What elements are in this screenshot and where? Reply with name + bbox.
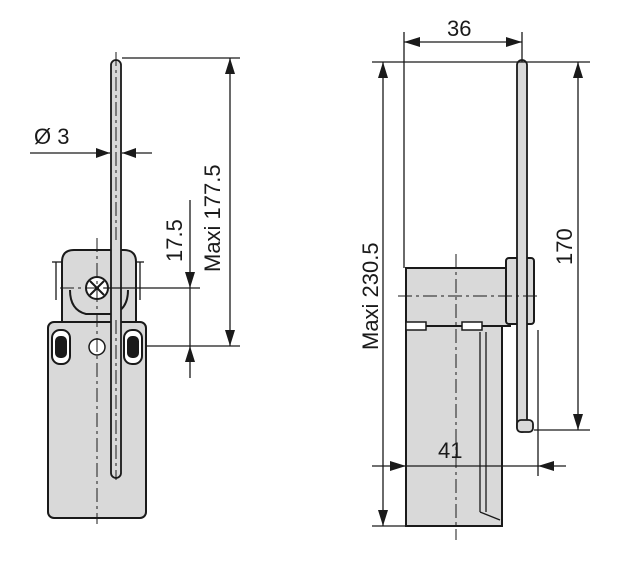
dim-rod-diameter-label: Ø 3: [34, 124, 69, 149]
dim-left-max-length-label: Maxi 177.5: [200, 164, 225, 272]
side-view: [398, 59, 540, 540]
side-head: [405, 267, 511, 327]
dim-rod-length-label: 170: [552, 228, 577, 265]
dim-offset: 17.5: [104, 200, 200, 378]
front-view: [47, 52, 147, 524]
dim-bottom-width-label: 41: [438, 438, 462, 463]
dim-rod-diameter: Ø 3: [30, 124, 152, 158]
dim-left-max-length: Maxi 177.5: [122, 57, 240, 347]
dim-right-max-height-label: Maxi 230.5: [358, 242, 383, 350]
right-mount-screw-icon: [123, 329, 143, 365]
dim-bottom-width: 41: [372, 330, 566, 476]
dim-top-width-label: 36: [447, 16, 471, 41]
side-actuator-rod: [516, 59, 528, 433]
dim-offset-label: 17.5: [162, 219, 187, 262]
side-switch-body: [405, 325, 503, 527]
dim-rod-length: 170: [534, 62, 590, 431]
dim-right-max-height: Maxi 230.5: [358, 61, 590, 527]
front-lever-plate: [69, 289, 129, 315]
left-mount-screw-icon: [51, 329, 71, 365]
dim-top-width: 36: [403, 16, 523, 268]
